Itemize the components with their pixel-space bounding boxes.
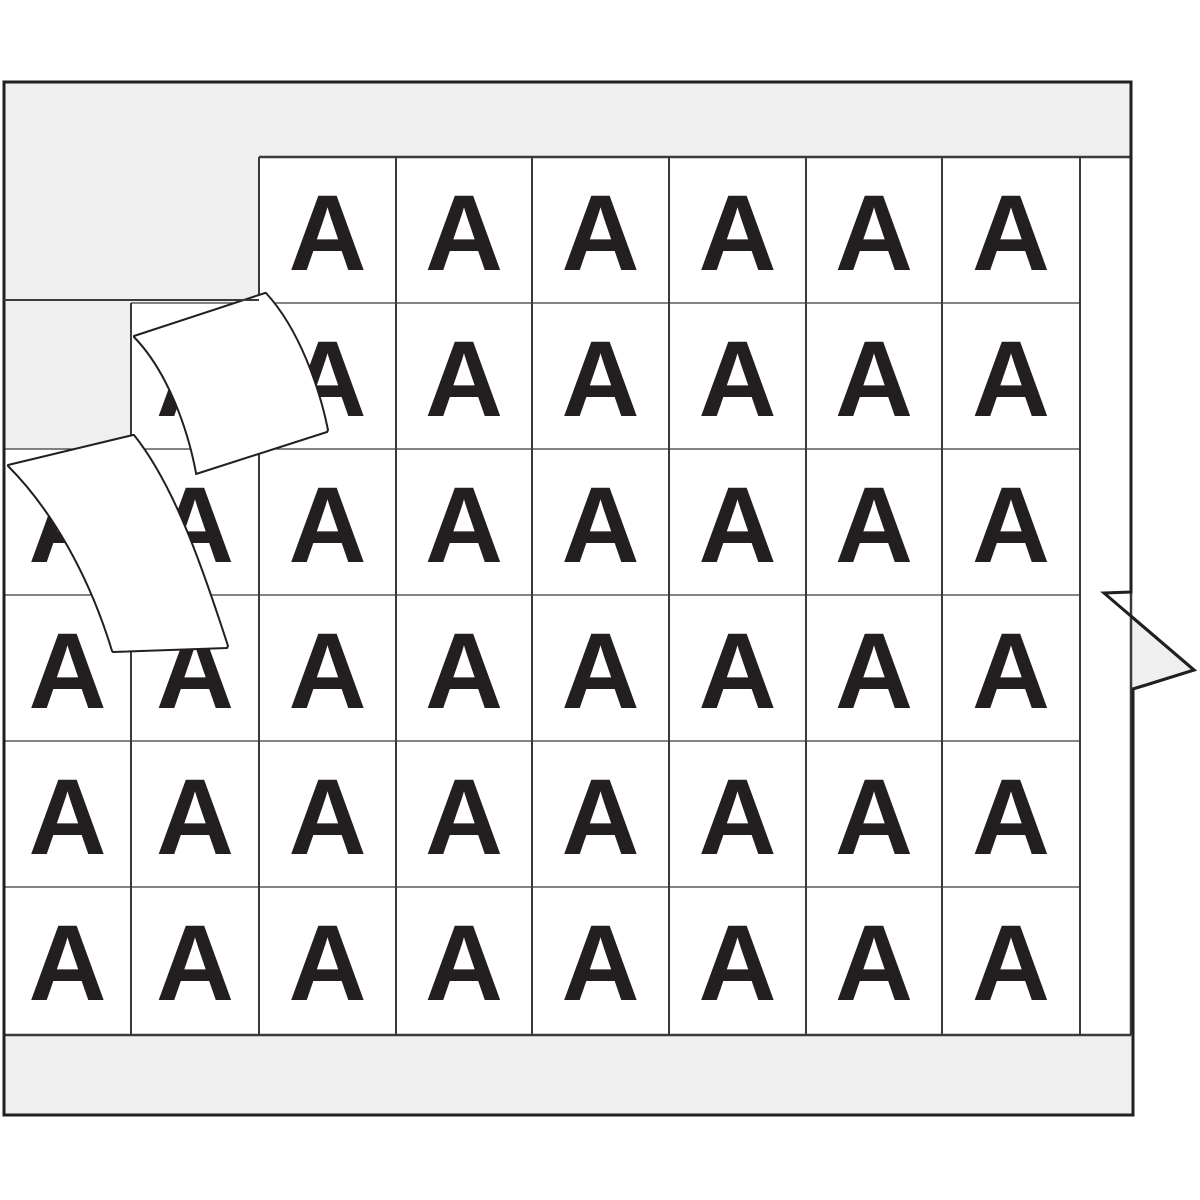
- label-row-face: [4, 741, 1080, 887]
- label-letter: A: [835, 464, 913, 585]
- label-letter: A: [972, 902, 1050, 1023]
- label-letter: A: [835, 902, 913, 1023]
- label-letter: A: [425, 172, 503, 293]
- label-letter: A: [699, 172, 777, 293]
- label-row-face: [4, 887, 1080, 1035]
- label-letter: A: [289, 610, 367, 731]
- label-letter: A: [29, 756, 107, 877]
- label-letter: A: [835, 610, 913, 731]
- label-letter: A: [972, 610, 1050, 731]
- label-letter: A: [425, 756, 503, 877]
- label-letter: A: [425, 464, 503, 585]
- peeled-label-group: [7, 292, 329, 653]
- label-letter: A: [425, 610, 503, 731]
- label-letter: A: [425, 318, 503, 439]
- label-letter: A: [289, 756, 367, 877]
- label-letter: A: [562, 464, 640, 585]
- label-letter: A: [425, 902, 503, 1023]
- peeled-label-lower: [7, 434, 229, 653]
- label-letter: A: [29, 610, 107, 731]
- label-letter: A: [562, 756, 640, 877]
- label-letter: A: [29, 902, 107, 1023]
- label-letter: A: [562, 902, 640, 1023]
- label-letter: A: [289, 172, 367, 293]
- label-letter: A: [699, 756, 777, 877]
- label-letter: A: [835, 172, 913, 293]
- carrier-sheet-outline: [2, 80, 1198, 1117]
- label-letter: A: [835, 318, 913, 439]
- label-letter: A: [289, 464, 367, 585]
- label-letter: A: [156, 756, 234, 877]
- label-letter: A: [699, 902, 777, 1023]
- label-letter: A: [699, 318, 777, 439]
- peeled-label-upper: [133, 292, 329, 475]
- label-letter: A: [972, 464, 1050, 585]
- label-letter: A: [699, 464, 777, 585]
- label-letter: A: [289, 902, 367, 1023]
- label-letter: A: [156, 902, 234, 1023]
- label-letter: A: [562, 172, 640, 293]
- label-letter: A: [835, 756, 913, 877]
- label-letter: A: [972, 756, 1050, 877]
- label-letter: A: [972, 318, 1050, 439]
- label-letter: A: [562, 318, 640, 439]
- label-letter: A: [562, 610, 640, 731]
- label-letter: A: [699, 610, 777, 731]
- label-letter: A: [972, 172, 1050, 293]
